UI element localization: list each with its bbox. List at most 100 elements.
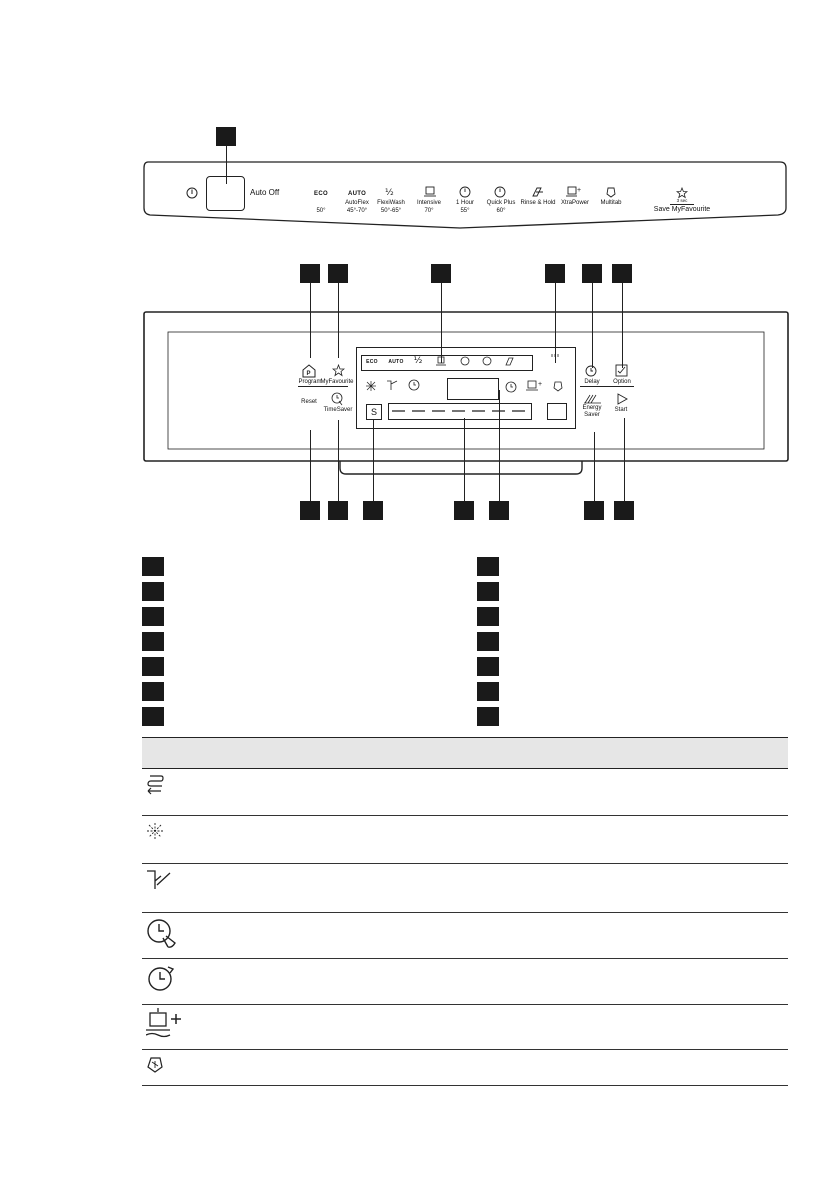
display-quick-plus-icon [482,356,492,366]
display-delay-icon [505,381,517,393]
svg-text:+: + [577,187,581,194]
legend-marker [142,657,164,676]
timesaver-button-label[interactable]: TimeSaver [323,407,353,413]
callout-marker [614,501,634,520]
callout-marker [431,264,451,283]
start-icon[interactable] [616,393,628,405]
program-rinsehold-label: Rinse & Hold [520,200,556,206]
svg-text:½: ½ [385,188,394,198]
table-row [142,1050,788,1086]
display-flexiwash-icon: ½ [413,356,423,366]
display-eco: ECO [366,359,378,365]
callout-marker [612,264,632,283]
display-tap-indicator [551,354,559,357]
power-icon[interactable] [186,187,198,199]
control-panel-outline [143,311,789,475]
flexiwash-icon[interactable]: ½ [385,186,397,198]
intensive-icon[interactable] [424,186,436,198]
display-rinse-aid-icon [366,381,376,391]
reset-button-label[interactable]: Reset [301,399,317,405]
display-energy-indicator [547,403,567,420]
display-auto: AUTO [388,359,404,365]
timesaver-clock-icon [147,919,176,948]
callout-marker [300,264,320,283]
legend-marker [142,707,164,726]
energy-saver-label-1[interactable]: Energy [582,405,602,411]
program-button-label[interactable]: Program [298,379,322,385]
table-row [142,1005,788,1050]
timesaver-icon[interactable] [331,392,345,406]
program-auto-icon[interactable]: AUTO [347,191,367,197]
legend-marker [142,582,164,601]
start-button-label[interactable]: Start [614,407,628,413]
multitab-large-icon [147,1057,163,1073]
delay-clock-icon [148,966,175,991]
table-header [142,737,788,769]
myfavourite-button-label[interactable]: MyFavourite [320,379,354,385]
auto-off-label: Auto Off [250,188,280,197]
program-icon[interactable]: P [302,364,316,378]
one-hour-icon[interactable] [459,186,471,198]
program-autoflex-temp: 45°-70° [346,208,368,214]
energy-saver-label-2[interactable]: Saver [584,412,600,418]
star-icon[interactable] [676,187,688,199]
rinse-aid-icon [147,823,163,839]
table-row [142,768,788,816]
program-multitab-label: Multitab [600,200,622,206]
display-progress-dashes [388,403,532,420]
xtrapower-large-icon [146,1008,181,1038]
callout-marker [363,501,383,520]
auto-open-icon [147,775,164,795]
delay-button-label[interactable]: Delay [584,379,600,385]
delay-icon[interactable] [585,364,599,378]
callout-marker [454,501,474,520]
callout-marker [216,127,236,146]
rinse-hold-icon[interactable] [531,186,545,198]
callout-marker [584,501,604,520]
svg-text:+: + [538,381,542,388]
save-myfavourite-label: Save MyFavourite [653,206,711,213]
legend-marker [477,582,499,601]
display-intensive-icon [436,356,446,366]
energy-saver-icon[interactable] [584,394,602,404]
legend-marker [477,657,499,676]
display-timesaver-icon [408,379,420,391]
display-program-bar [361,355,533,371]
display-multitab-icon [553,381,563,392]
callout-marker [545,264,565,283]
program-eco-temp: 50° [316,208,326,214]
xtrapower-icon[interactable]: + [566,186,582,198]
program-eco-icon[interactable]: ECO [314,191,328,197]
callout-marker [489,501,509,520]
legend-marker [477,557,499,576]
legend-marker [477,607,499,626]
top-panel-outline [143,161,787,229]
option-icon[interactable] [615,364,628,377]
legend-marker [142,557,164,576]
program-quickplus-label: Quick Plus [486,200,516,206]
option-button-label[interactable]: Option [613,379,631,385]
power-button[interactable] [206,176,245,211]
callout-marker [582,264,602,283]
display-rinse-hold-icon [505,357,514,366]
table-row [142,864,788,913]
progress-dashes [392,410,528,412]
salt-icon [147,870,171,889]
display-one-hour-icon [460,356,470,366]
myfavourite-star-icon[interactable] [332,364,345,377]
program-intensive-label: Intensive [416,200,442,206]
program-autoflex-label: AutoFlex [345,200,369,206]
display-panel [356,347,576,429]
table-row [142,913,788,959]
program-quickplus-temp: 60° [496,208,506,214]
save-hint: 3 sec [676,198,688,203]
display-auto-open-indicator: S [366,404,382,420]
callout-marker [300,501,320,520]
svg-text:P: P [307,371,311,377]
program-intensive-temp: 70° [424,208,434,214]
quick-plus-icon[interactable] [494,186,508,198]
display-salt-icon [387,380,398,390]
table-row [142,816,788,864]
multitab-icon[interactable] [605,186,617,198]
legend-marker [142,682,164,701]
